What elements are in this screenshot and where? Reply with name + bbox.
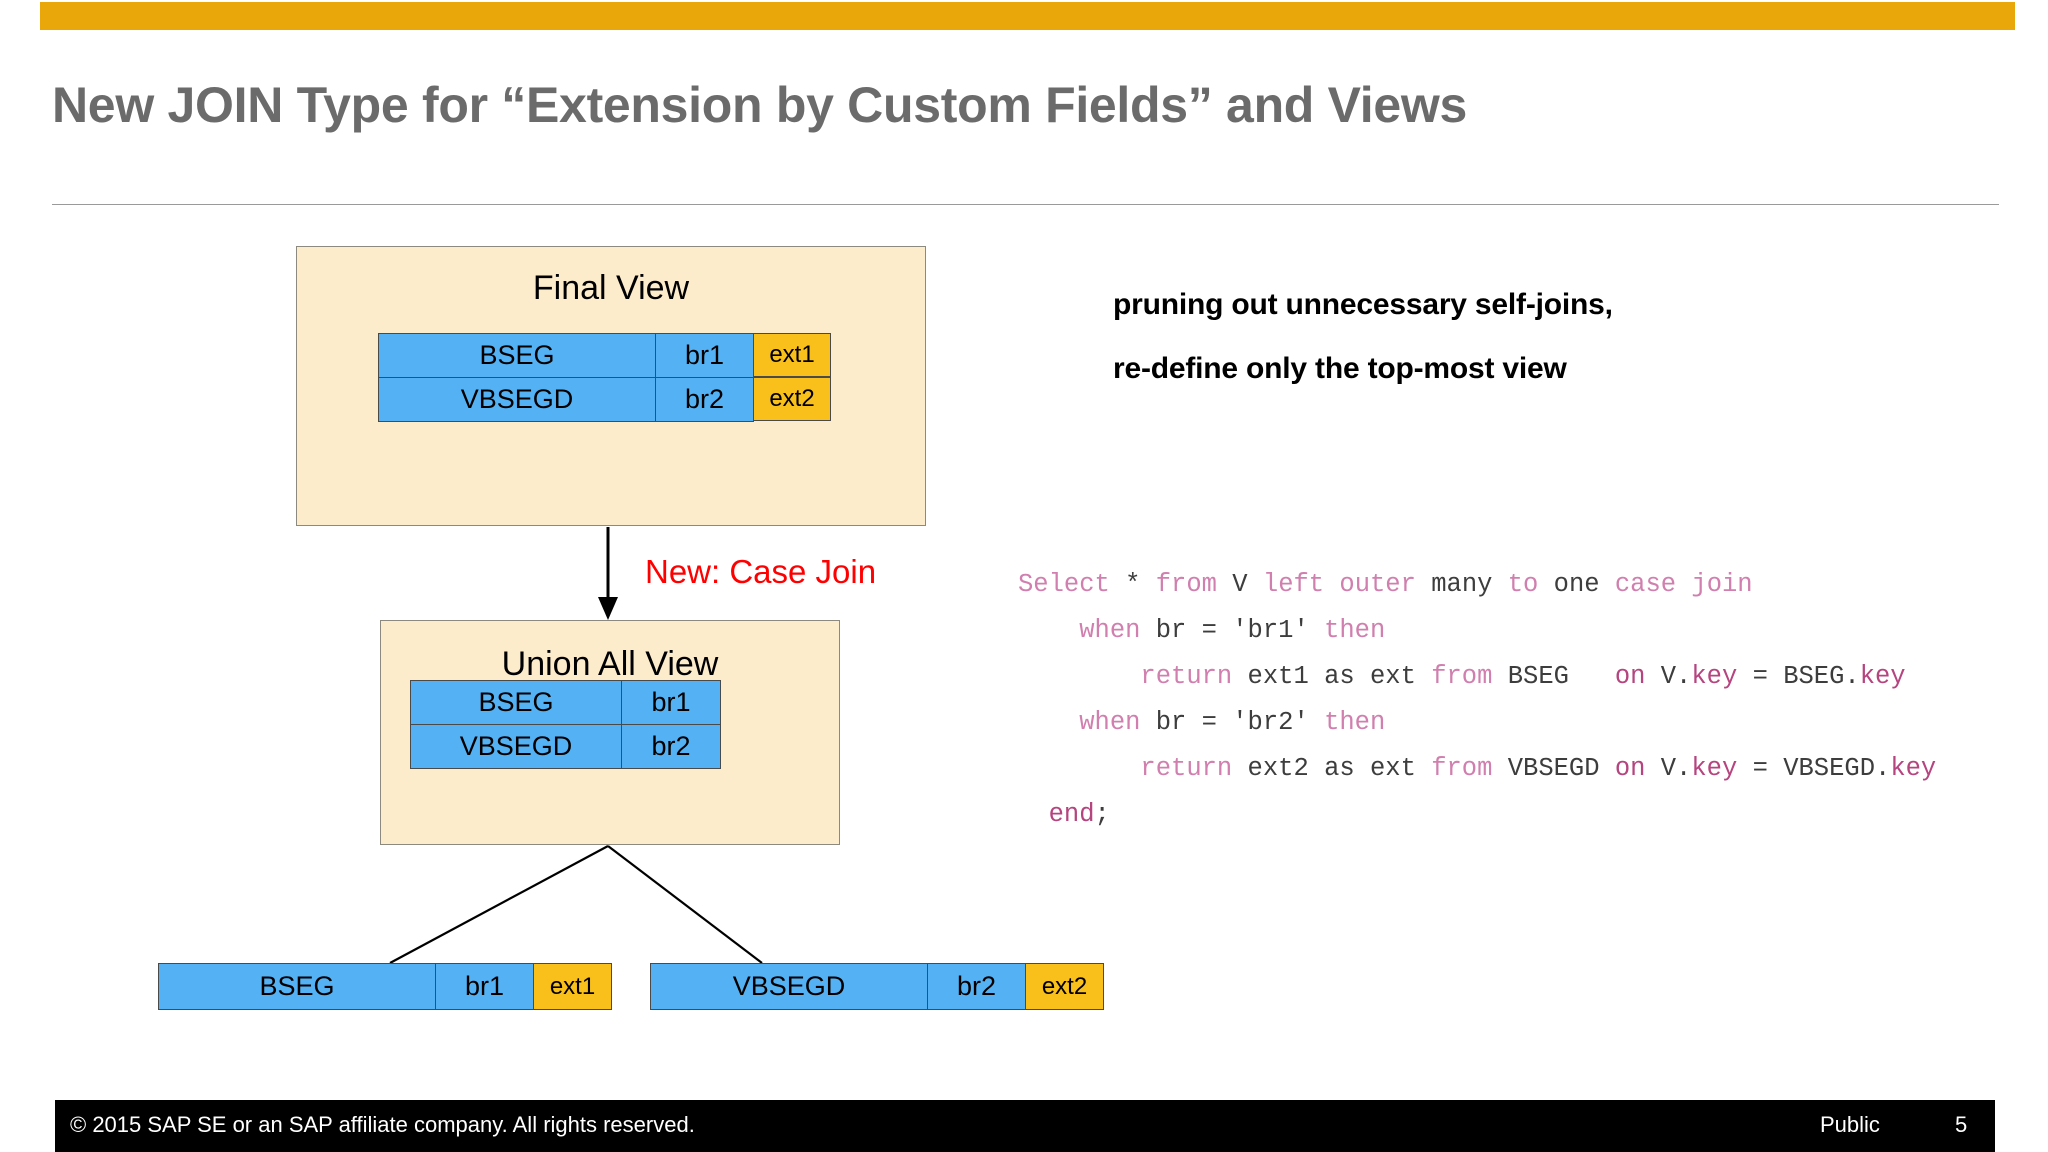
sql-token: V. — [1645, 754, 1692, 783]
sql-token: V — [1216, 570, 1263, 599]
sql-token: return — [1140, 754, 1233, 783]
table-cell-br: br2 — [927, 963, 1026, 1010]
note-line-pruning: pruning out unnecessary self-joins, — [1113, 288, 1613, 321]
table-cell-ext: ext1 — [753, 333, 831, 377]
sql-token — [1018, 616, 1079, 645]
union-all-view-table: BSEG br1 VBSEGD br2 — [410, 680, 721, 769]
final-view-caption: Final View — [532, 269, 690, 307]
footer-classification: Public — [1820, 1112, 1880, 1137]
sql-token: then — [1324, 708, 1386, 737]
top-accent-bar — [40, 2, 2015, 30]
leaf-table-bseg: BSEG br1 ext1 — [158, 963, 612, 1010]
table-row: BSEG br1 ext1 — [158, 963, 612, 1010]
table-cell-name: VBSEGD — [378, 377, 656, 422]
sql-token: key — [1691, 754, 1738, 783]
leaf-table-vbsegd: VBSEGD br2 ext2 — [650, 963, 1104, 1010]
note-line-redefine: re-define only the top-most view — [1113, 352, 1567, 385]
table-cell-br: br1 — [655, 333, 754, 378]
sql-token: to — [1507, 570, 1539, 599]
sql-token: return — [1140, 662, 1233, 691]
sql-token: many — [1415, 570, 1508, 599]
sql-token: case join — [1614, 570, 1753, 599]
sql-token: one — [1538, 570, 1615, 599]
title-divider — [52, 204, 1999, 205]
sql-token: when — [1079, 616, 1141, 645]
union-all-view-caption: Union All View — [501, 645, 719, 683]
sql-token: from — [1431, 754, 1493, 783]
sql-token: key — [1890, 754, 1937, 783]
table-cell-ext: ext1 — [533, 963, 612, 1010]
sql-token: br = 'br1' — [1140, 616, 1325, 645]
sql-token: on — [1614, 662, 1646, 691]
sql-token: br = 'br2' — [1140, 708, 1325, 737]
sql-token: ext1 as ext — [1232, 662, 1432, 691]
sql-token: ; — [1094, 800, 1110, 829]
table-cell-br: br1 — [435, 963, 534, 1010]
sql-token — [1018, 800, 1049, 829]
footer-copyright: © 2015 SAP SE or an SAP affiliate compan… — [70, 1112, 695, 1137]
sql-token: Select — [1018, 570, 1110, 599]
sql-token: from — [1155, 570, 1217, 599]
table-cell-name: BSEG — [410, 680, 622, 725]
sql-token: VBSEGD — [1492, 754, 1615, 783]
table-cell-br: br2 — [621, 724, 721, 769]
sql-token: ext2 as ext — [1232, 754, 1432, 783]
sql-token: key — [1859, 662, 1906, 691]
table-row: VBSEGD br2 ext2 — [378, 377, 831, 422]
footer-page-number: 5 — [1955, 1112, 1968, 1137]
case-join-label: New: Case Join — [645, 553, 877, 590]
sql-token: = BSEG. — [1737, 662, 1860, 691]
table-cell-name: BSEG — [378, 333, 656, 378]
sql-token: then — [1324, 616, 1386, 645]
table-cell-ext: ext2 — [753, 377, 831, 421]
sql-token — [1018, 662, 1140, 691]
sql-token: BSEG — [1492, 662, 1615, 691]
sql-token — [1018, 754, 1140, 783]
sql-code-block: Select * from V left outer many to one c… — [1018, 562, 1936, 838]
table-cell-ext: ext2 — [1025, 963, 1104, 1010]
sql-token: V. — [1645, 662, 1692, 691]
sql-token: key — [1691, 662, 1738, 691]
table-cell-name: VBSEGD — [410, 724, 622, 769]
table-row: BSEG br1 — [410, 680, 721, 725]
table-cell-name: BSEG — [158, 963, 436, 1010]
footer-bar — [55, 1100, 1995, 1152]
table-cell-name: VBSEGD — [650, 963, 928, 1010]
sql-token: from — [1431, 662, 1493, 691]
sql-token: * — [1109, 570, 1156, 599]
table-row: VBSEGD br2 ext2 — [650, 963, 1104, 1010]
table-row: BSEG br1 ext1 — [378, 333, 831, 378]
sql-token: left outer — [1262, 570, 1416, 599]
final-view-table: BSEG br1 ext1 VBSEGD br2 ext2 — [378, 333, 831, 422]
sql-token: = VBSEGD. — [1737, 754, 1891, 783]
table-cell-br: br2 — [655, 377, 754, 422]
sql-token: end — [1048, 800, 1095, 829]
page-title: New JOIN Type for “Extension by Custom F… — [52, 77, 1467, 133]
sql-token — [1018, 708, 1079, 737]
sql-token: on — [1614, 754, 1646, 783]
table-cell-br: br1 — [621, 680, 721, 725]
table-row: VBSEGD br2 — [410, 724, 721, 769]
sql-token: when — [1079, 708, 1141, 737]
